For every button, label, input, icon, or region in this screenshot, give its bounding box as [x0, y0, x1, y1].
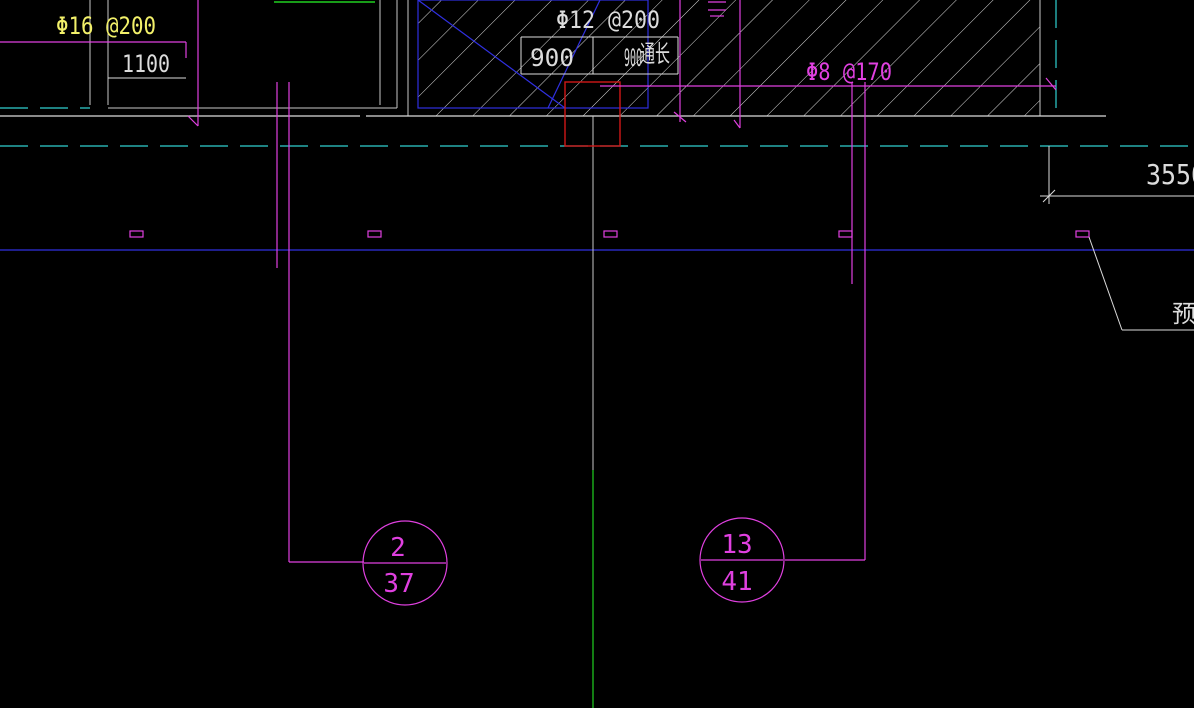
dim-box-900 [520, 36, 679, 75]
label-note: 预 [1172, 300, 1194, 328]
callout-13-41: 13 41 [699, 517, 785, 603]
embedded-markers [129, 230, 1090, 238]
label-top-left-dim: 1100 [122, 50, 170, 78]
callout-13-41-top: 13 [721, 530, 752, 560]
label-top-left-rebar: Φ16 @200 [56, 12, 156, 40]
top-magenta-glyph [708, 1, 726, 17]
callout-2-37: 2 37 [362, 520, 448, 606]
cyan-dashed-axes [0, 0, 1194, 147]
callout-13-41-bottom: 41 [721, 567, 752, 597]
red-column-box [564, 81, 621, 147]
label-right-rebar: Φ8 @170 [806, 58, 892, 86]
label-center-dim-right: 900 [624, 44, 642, 72]
callout-2-37-bottom: 37 [383, 569, 414, 599]
label-center-cjk: 通长 [640, 40, 670, 68]
label-right-dim: 3550 [1146, 158, 1194, 191]
top-left-frames [89, 0, 1041, 116]
label-center-dim-left: 900 [530, 44, 574, 72]
label-center-rebar: Φ12 @200 [556, 6, 660, 34]
dimension-3550 [1040, 146, 1194, 204]
magenta-rebar-lines [0, 0, 1057, 563]
hatched-slab-region [418, 0, 1040, 116]
note-leader [1088, 236, 1194, 331]
callout-2-37-top: 2 [390, 533, 406, 563]
blue-opening-frame [417, 0, 649, 109]
